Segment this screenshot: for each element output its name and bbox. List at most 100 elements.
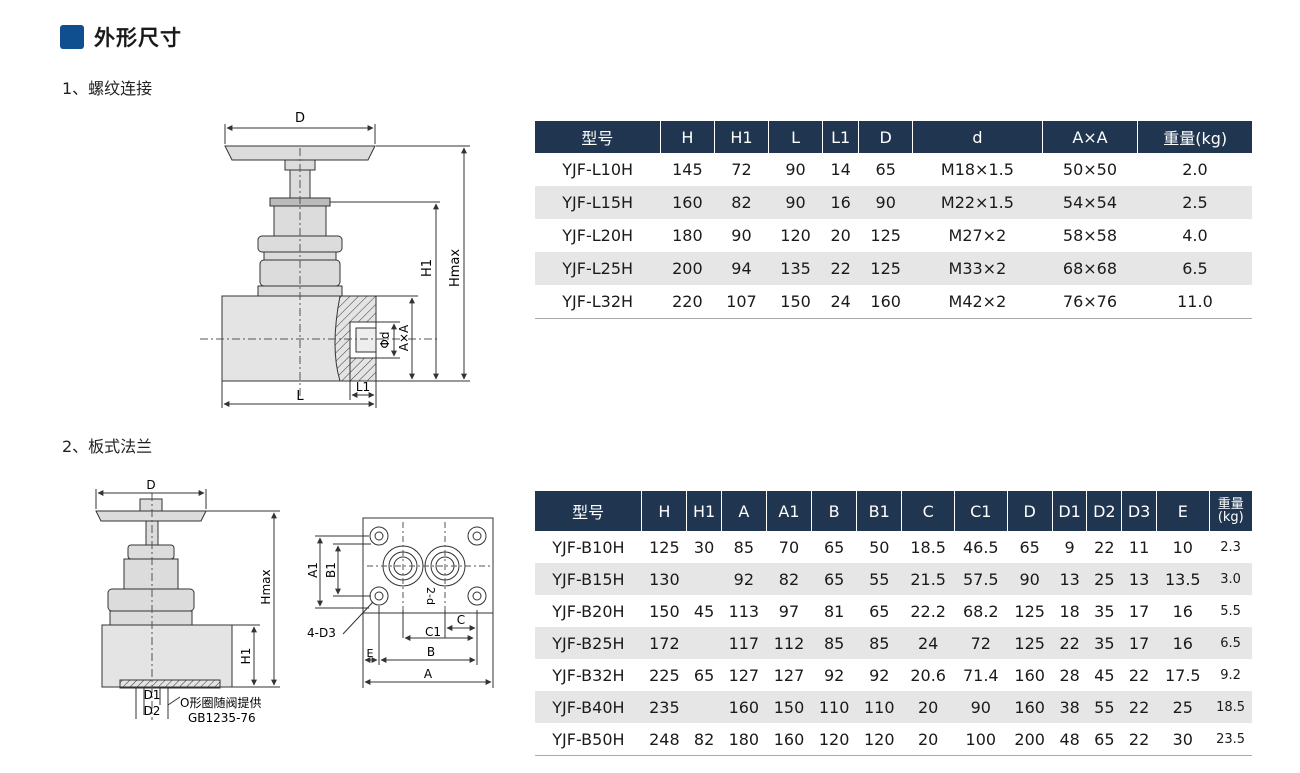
dim-A1-label: A1: [306, 562, 320, 578]
table-cell: YJF-B50H: [535, 723, 642, 756]
table-cell: 22: [1052, 627, 1087, 659]
table-cell: 18: [1059, 601, 1080, 621]
table-cell: 22: [1121, 691, 1157, 723]
table-cell: 92: [721, 563, 767, 595]
column-header: H: [660, 121, 715, 153]
table-cell: 4.0: [1182, 226, 1208, 245]
flange-bottom-view-drawing: A1 B1 2-d 4-D3 C1 C E B A: [306, 517, 494, 688]
table-cell: 160: [766, 723, 812, 756]
column-header: L1: [822, 121, 860, 153]
table-cell: 225: [649, 665, 680, 685]
table-cell: 200: [1007, 723, 1053, 756]
column-header: d: [912, 121, 1043, 153]
column-header: A: [721, 491, 767, 531]
column-header: H: [641, 491, 688, 531]
table-cell: 100: [954, 723, 1008, 756]
table-cell: 45: [1094, 665, 1115, 685]
table-cell: YJF-L10H: [562, 160, 634, 179]
table-cell: YJF-B20H: [552, 601, 625, 621]
table-cell: 16: [1172, 601, 1193, 621]
dim-C-label: C: [457, 613, 465, 627]
dim-phid-label: Φd: [378, 331, 392, 348]
table-cell: M33×2: [912, 252, 1043, 285]
column-header: 重量(kg): [1137, 121, 1252, 153]
table-cell: 54×54: [1042, 186, 1138, 219]
table-cell: 18.5: [1209, 691, 1252, 723]
table-cell: [686, 627, 722, 659]
page-title-text: 外形尺寸: [94, 26, 182, 50]
table-cell: 18.5: [910, 537, 946, 557]
table-cell: 150: [649, 601, 680, 621]
table-cell: 22.2: [910, 601, 946, 621]
table-cell: YJF-L15H: [535, 186, 661, 219]
column-header: D3: [1121, 491, 1157, 531]
table-cell: 180: [721, 723, 767, 756]
table-cell: M42×2: [912, 285, 1043, 319]
dim-2d-label: 2-d: [424, 587, 437, 605]
table-cell: YJF-B25H: [535, 627, 642, 659]
table-cell: 70: [778, 537, 800, 557]
table-cell: 65: [811, 563, 857, 595]
table-cell: 21.5: [901, 563, 955, 595]
table-cell: 38: [1052, 691, 1087, 723]
table-cell: 20: [830, 226, 851, 245]
dim-H1b-label: H1: [239, 648, 253, 665]
table-cell: 11: [1128, 537, 1150, 557]
column-header: C1: [954, 491, 1008, 531]
column-header: D2: [1086, 491, 1123, 531]
table-cell: 65: [869, 601, 890, 621]
column-header: B: [811, 491, 858, 531]
table-cell: 35: [1086, 627, 1122, 659]
table-cell: 65: [1019, 537, 1040, 557]
table-cell: 160: [660, 186, 715, 219]
table-cell: 82: [766, 563, 812, 595]
column-header: H1: [686, 491, 722, 531]
weight-header-line2: (kg): [1217, 510, 1244, 525]
table-cell: 90: [954, 691, 1008, 723]
table-cell: 82: [714, 186, 769, 219]
table-cell: 22: [1121, 723, 1157, 756]
table-cell: 65: [1086, 723, 1122, 756]
table-cell: 145: [672, 160, 703, 179]
table-cell: 92: [823, 665, 845, 685]
table-cell: 120: [811, 723, 857, 756]
dim-C1-label: C1: [425, 625, 441, 639]
table-cell: M18×1.5: [940, 160, 1014, 179]
dim-AxA-label: A×A: [397, 324, 411, 351]
table-cell: 127: [773, 665, 805, 685]
table-cell: 11.0: [1137, 285, 1252, 319]
table-cell: 90: [858, 186, 913, 219]
section2-label: 2、板式法兰: [62, 437, 153, 456]
table-cell: 82: [686, 723, 722, 756]
column-header: A1: [766, 491, 813, 531]
table-cell: [686, 563, 722, 595]
table-cell: 65: [823, 537, 845, 557]
table-cell: 50×50: [1062, 160, 1118, 179]
table-cell: 55: [1086, 691, 1122, 723]
table-cell: YJF-B32H: [552, 665, 625, 685]
table-cell: 13.5: [1156, 563, 1210, 595]
table-cell: 90: [731, 226, 752, 245]
table-cell: 113: [728, 601, 760, 621]
table-cell: 248: [641, 723, 687, 756]
table-cell: 150: [766, 691, 812, 723]
table-cell: 90: [768, 186, 823, 219]
table-cell: 25: [1156, 691, 1210, 723]
table-cell: 160: [858, 285, 913, 319]
table-cell: 172: [641, 627, 687, 659]
dim-B-label: B: [427, 645, 435, 659]
table-cell: 85: [733, 537, 755, 557]
table-cell: 68×68: [1042, 252, 1138, 285]
